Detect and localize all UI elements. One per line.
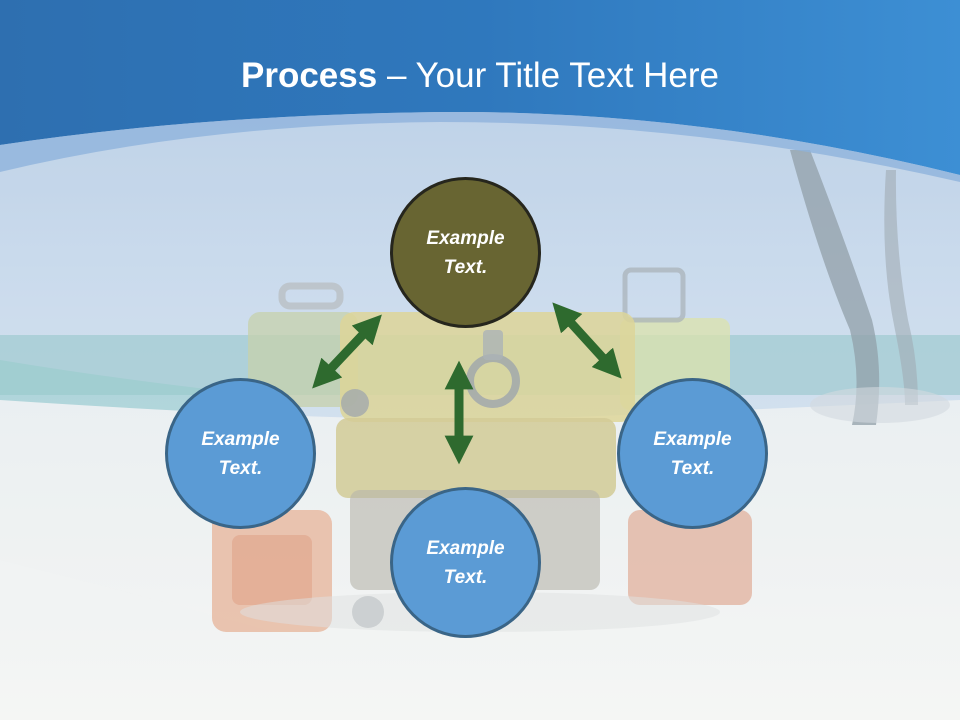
node-right[interactable]: Example Text. <box>617 378 768 529</box>
arrow-center-left <box>312 314 382 389</box>
node-right-label: Example Text. <box>653 428 732 479</box>
node-center-label: Example Text. <box>426 227 505 278</box>
node-left[interactable]: Example Text. <box>165 378 316 529</box>
title-bold-part: Process <box>241 56 378 95</box>
arrow-center-right <box>552 302 622 379</box>
node-bottom[interactable]: Example Text. <box>390 487 541 638</box>
node-bottom-label: Example Text. <box>426 537 505 588</box>
slide-title: Process – Your Title Text Here <box>0 52 960 100</box>
node-left-label: Example Text. <box>201 428 280 479</box>
title-regular-part: – Your Title Text Here <box>377 56 719 95</box>
node-center[interactable]: Example Text. <box>390 177 541 328</box>
